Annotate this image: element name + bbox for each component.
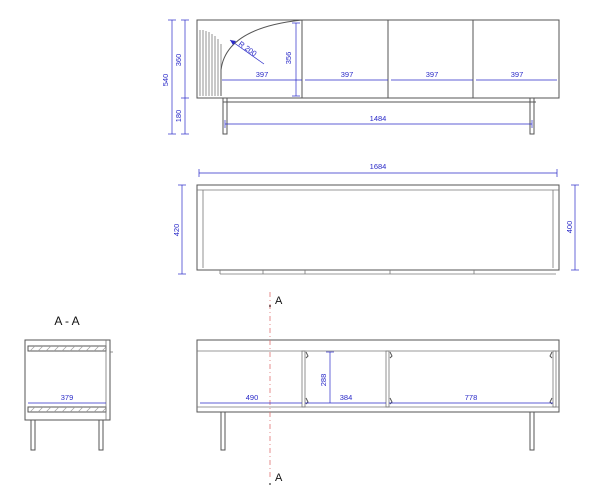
hinge-icon xyxy=(549,351,553,359)
section-body xyxy=(24,339,111,421)
partition-3 xyxy=(552,350,557,408)
dim-door-width-3: 397 xyxy=(426,70,439,79)
hinge-icon xyxy=(305,351,309,359)
section-title: A - A xyxy=(54,314,79,328)
dim-leg-span: 1484 xyxy=(370,114,387,123)
partition-1 xyxy=(301,350,306,408)
top-panel-hatch xyxy=(29,345,107,352)
dim-height-inner: 356 xyxy=(284,52,293,65)
dim-height-legs: 180 xyxy=(174,110,183,123)
top-cabinet-outline xyxy=(196,184,560,271)
dim-height-total: 540 xyxy=(161,74,170,87)
partition-2 xyxy=(385,350,390,408)
curved-door-edge xyxy=(220,19,303,96)
section-marker-top: A xyxy=(275,295,283,307)
front-left-leg xyxy=(222,97,228,135)
top-view: 1684 420 400 xyxy=(172,162,579,275)
dim-door-width-2: 397 xyxy=(341,70,354,79)
interior-view: A A 490 384 778 288 xyxy=(196,292,560,485)
dim-compartment-1: 490 xyxy=(246,393,259,402)
section-right-leg xyxy=(98,419,104,451)
front-right-leg xyxy=(529,97,535,135)
section-marker-bottom: A xyxy=(275,472,283,484)
dim-depth-right: 400 xyxy=(565,221,574,234)
front-view: 540 360 180 356 R 200 397 397 397 397 14… xyxy=(161,19,560,135)
hinge-icon xyxy=(389,351,393,359)
interior-body xyxy=(196,339,560,413)
dim-height-body: 360 xyxy=(174,54,183,67)
dim-top-width: 1684 xyxy=(370,162,387,171)
dim-compartment-2: 384 xyxy=(340,393,353,402)
dim-shelf-height: 288 xyxy=(319,374,328,387)
section-left-leg xyxy=(30,419,36,451)
dim-door-width-1: 397 xyxy=(256,70,269,79)
interior-right-leg xyxy=(529,411,535,451)
dim-radius: R 200 xyxy=(237,39,259,58)
dim-inner-depth: 379 xyxy=(61,393,74,402)
section-a-a: A - A xyxy=(24,314,113,451)
dim-depth-left: 420 xyxy=(172,224,181,237)
bottom-panel-hatch xyxy=(29,406,107,413)
interior-left-leg xyxy=(220,411,226,451)
dim-door-width-4: 397 xyxy=(511,70,524,79)
dim-compartment-3: 778 xyxy=(465,393,478,402)
front-cabinet-body xyxy=(196,19,560,99)
slatted-corner xyxy=(199,30,222,96)
radius-leader xyxy=(229,39,265,65)
